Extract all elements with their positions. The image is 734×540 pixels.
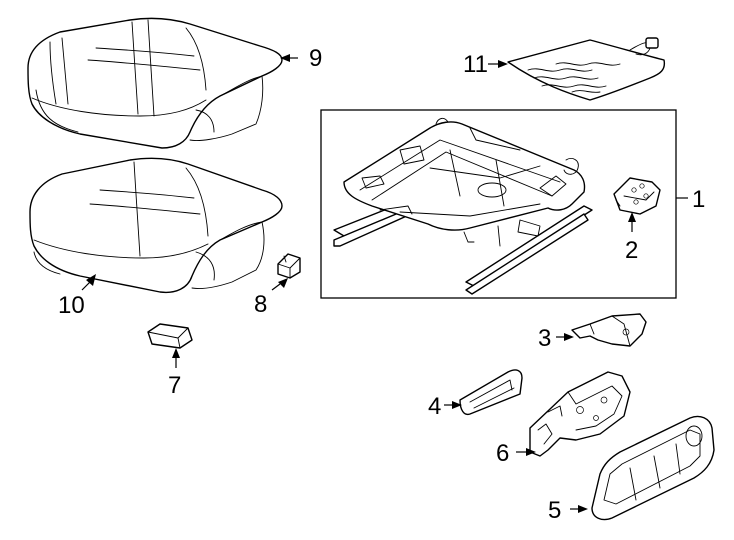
- callout-label-9: 9: [309, 45, 322, 72]
- arrow-2: [628, 212, 636, 222]
- arrow-5: [578, 505, 588, 513]
- callout-7: 7: [168, 348, 181, 399]
- bracket-3: [571, 313, 647, 347]
- callout-8: 8: [254, 278, 288, 318]
- callout-9: 9: [280, 45, 322, 72]
- callout-4: 4: [428, 393, 462, 420]
- callout-3: 3: [538, 325, 574, 352]
- arrow-7: [172, 348, 180, 358]
- arrow-9: [280, 54, 290, 62]
- assembly-box: [320, 109, 677, 299]
- arrow-8: [278, 278, 288, 288]
- arrow-10: [86, 274, 96, 286]
- callout-5: 5: [548, 497, 588, 524]
- arrow-11: [498, 60, 508, 68]
- seat-cushion-pad: [29, 157, 283, 294]
- callout-label-11: 11: [463, 51, 488, 78]
- callout-1: 1: [676, 186, 705, 213]
- seat-cover: [27, 17, 283, 149]
- callout-label-6: 6: [496, 440, 509, 467]
- leader-8: [271, 283, 281, 291]
- callout-10: 10: [58, 274, 96, 319]
- callout-2: 2: [625, 212, 638, 264]
- arrow-4: [452, 401, 462, 409]
- callout-6: 6: [496, 440, 536, 467]
- callout-label-10: 10: [58, 292, 85, 319]
- seat-track-frame-assembly: [333, 117, 593, 295]
- callout-label-5: 5: [548, 497, 561, 524]
- callout-label-2: 2: [625, 237, 638, 264]
- clip-7: [147, 323, 193, 349]
- callout-label-7: 7: [168, 372, 181, 399]
- clip-8: [277, 253, 301, 279]
- callout-label-8: 8: [254, 291, 267, 318]
- arrow-6: [526, 448, 536, 456]
- callout-label-1: 1: [692, 186, 705, 213]
- trim-cover-4: [459, 369, 523, 416]
- leader-10: [81, 281, 91, 291]
- support-bracket-6: [529, 371, 631, 457]
- callout-label-4: 4: [428, 393, 441, 420]
- side-shield: [591, 415, 715, 521]
- heater-element: [507, 37, 666, 101]
- callout-label-3: 3: [538, 325, 551, 352]
- bracket: [613, 177, 661, 215]
- callout-11: 11: [463, 51, 508, 78]
- arrow-3: [564, 333, 574, 341]
